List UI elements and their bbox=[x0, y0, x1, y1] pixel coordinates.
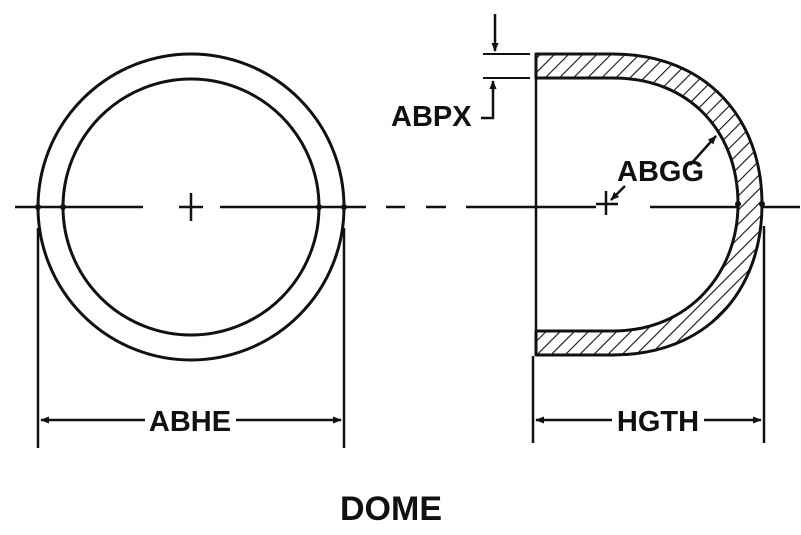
abhe-label: ABHE bbox=[149, 406, 231, 438]
dot bbox=[341, 204, 347, 210]
dot bbox=[735, 201, 741, 207]
abgg-leader bbox=[689, 135, 717, 166]
hgth-label: HGTH bbox=[617, 406, 699, 438]
dot bbox=[759, 201, 765, 207]
dot bbox=[60, 204, 66, 210]
dot bbox=[316, 204, 322, 210]
diagram-title: DOME bbox=[340, 490, 442, 528]
front-view: ABHE bbox=[15, 52, 366, 448]
abgg-arrow-small bbox=[610, 185, 626, 201]
section-view: HGTH ABPX ABGG bbox=[391, 14, 766, 443]
dot bbox=[35, 204, 41, 210]
abpx-leader bbox=[481, 80, 497, 120]
dome-wall-section bbox=[534, 52, 764, 357]
abgg-label: ABGG bbox=[617, 156, 704, 188]
abpx-label: ABPX bbox=[391, 101, 472, 133]
